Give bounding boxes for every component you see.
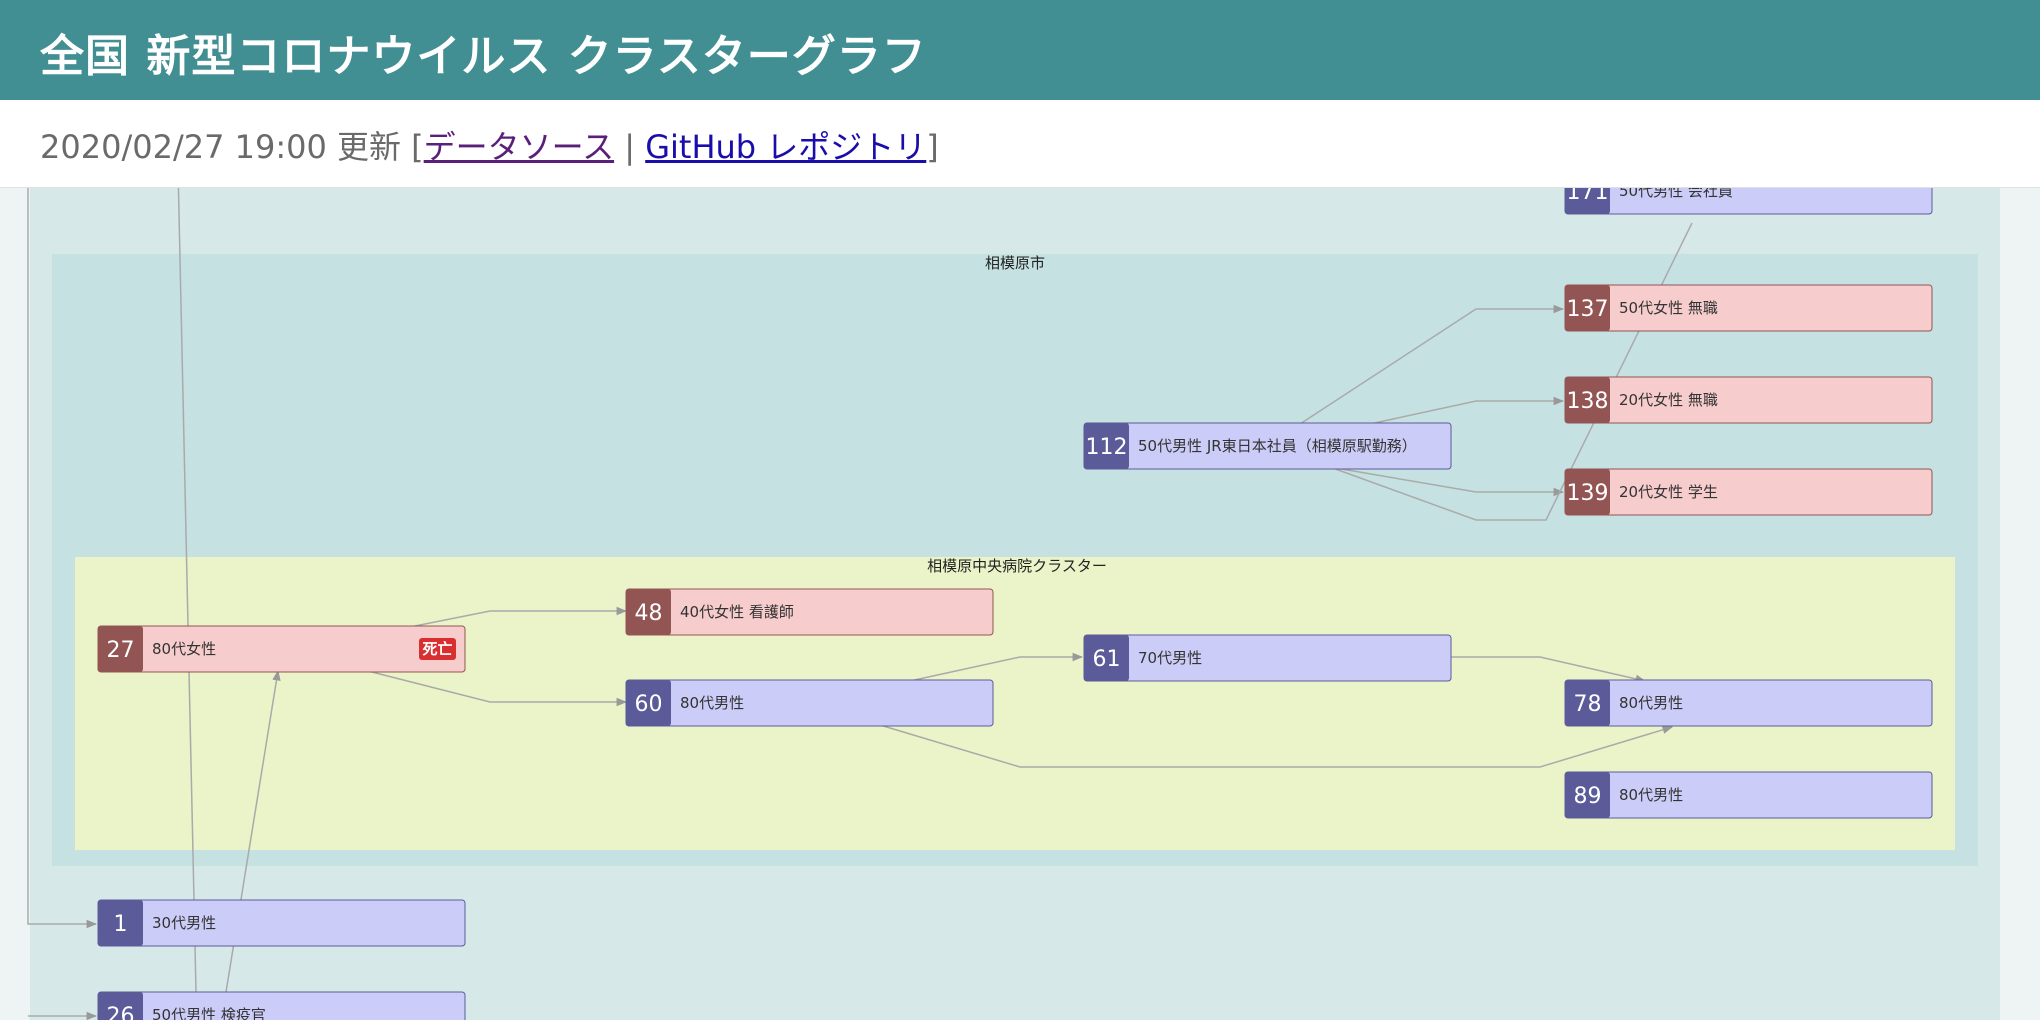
cluster-graph[interactable]: 相模原市 相模原中央病院クラスター 171 50代男性 会社員 137 50代女性 無… (0, 187, 2040, 1020)
edge-112-to-139 (1329, 466, 1565, 497)
node-number-box (626, 589, 671, 635)
patient-node-61[interactable]: 61 70代男性 (1083, 634, 1452, 682)
patient-description: 70代男性 (1138, 649, 1202, 667)
update-bar: 2020/02/27 19:00 更新 [データソース | GitHub レポジ… (0, 100, 2040, 188)
patient-description: 50代男性 JR東日本社員（相模原駅勤務） (1138, 437, 1417, 455)
patient-node-112[interactable]: 112 50代男性 JR東日本社員（相模原駅勤務） (1083, 422, 1452, 470)
city-cluster-label: 相模原市 (985, 254, 1045, 272)
patient-description: 50代女性 無職 (1619, 299, 1718, 317)
patient-node-27[interactable]: 27 80代女性 死亡 (97, 625, 466, 673)
patient-description: 20代女性 学生 (1619, 483, 1718, 501)
node-number-box (1084, 635, 1129, 681)
close-bracket: ] (926, 128, 939, 166)
node-number-box (98, 992, 143, 1020)
patient-node-60[interactable]: 60 80代男性 (625, 679, 994, 727)
patient-node-139[interactable]: 139 20代女性 学生 (1564, 468, 1933, 516)
hospital-cluster-label: 相模原中央病院クラスター (927, 557, 1107, 575)
edge-112-to-137 (1299, 304, 1565, 425)
patient-node-78[interactable]: 78 80代男性 (1564, 679, 1933, 727)
patient-number: 26 (107, 1004, 135, 1020)
data-source-link[interactable]: データソース (423, 128, 615, 166)
patient-node-171[interactable]: 171 50代男性 会社員 (1564, 187, 1933, 215)
patient-description: 80代女性 (152, 640, 216, 658)
link-separator: | (614, 128, 646, 166)
death-badge (419, 638, 456, 660)
patient-number: 48 (635, 601, 663, 626)
patient-number: 27 (107, 638, 135, 663)
patient-number: 89 (1574, 784, 1602, 809)
node-number-box (1565, 377, 1610, 423)
patient-number: 1 (114, 912, 128, 937)
edge-112-to-138 (1369, 396, 1565, 425)
patient-node-89[interactable]: 89 80代男性 (1564, 771, 1933, 819)
edge-27-to-60 (367, 670, 628, 707)
patient-number: 112 (1086, 435, 1128, 460)
app-header: 全国 新型コロナウイルス クラスターグラフ (0, 0, 2040, 100)
edge-60-to-61 (909, 652, 1084, 682)
node-number-box (1565, 772, 1610, 818)
node-number-box (626, 680, 671, 726)
graph-edge (27, 187, 98, 929)
page-title: 全国 新型コロナウイルス クラスターグラフ (40, 31, 927, 82)
patient-number: 61 (1093, 647, 1121, 672)
edge-61-to-78 (1450, 656, 1647, 683)
patient-node-1[interactable]: 1 30代男性 (97, 899, 466, 947)
node-number-box (1565, 680, 1610, 726)
node-number-box (98, 900, 143, 946)
cluster-graph-viewport[interactable]: 相模原市 相模原中央病院クラスター 171 50代男性 会社員 137 50代女性 無… (0, 187, 2040, 1020)
patient-description: 20代女性 無職 (1619, 391, 1718, 409)
patient-description: 40代女性 看護師 (680, 603, 794, 621)
node-number-box (1084, 423, 1129, 469)
updated-timestamp: 2020/02/27 19:00 更新 [ (40, 128, 424, 166)
patient-description: 80代男性 (1619, 786, 1683, 804)
edge-60-to-78 (879, 724, 1674, 768)
patient-description: 50代男性 会社員 (1619, 187, 1733, 200)
patient-node-138[interactable]: 138 20代女性 無職 (1564, 376, 1933, 424)
patient-node-48[interactable]: 48 40代女性 看護師 (625, 588, 994, 636)
patient-number: 139 (1567, 481, 1609, 506)
patient-node-137[interactable]: 137 50代女性 無職 (1564, 284, 1933, 332)
edge-27-to-48 (409, 606, 628, 628)
node-number-box (98, 626, 143, 672)
patient-description: 30代男性 (152, 914, 216, 932)
patient-description: 50代男性 検疫官 (152, 1006, 266, 1020)
node-number-box (1565, 187, 1610, 214)
node-number-box (1565, 285, 1610, 331)
graph-edge (177, 187, 197, 993)
patient-description: 80代男性 (1619, 694, 1683, 712)
patient-number: 171 (1567, 187, 1609, 205)
patient-number: 137 (1567, 297, 1609, 322)
patient-number: 60 (635, 692, 663, 717)
death-badge-text: 死亡 (422, 640, 452, 658)
patient-description: 80代男性 (680, 694, 744, 712)
node-number-box (1565, 469, 1610, 515)
github-repo-link[interactable]: GitHub レポジトリ (645, 128, 927, 166)
patient-node-26[interactable]: 26 50代男性 検疫官 (97, 991, 466, 1020)
update-line: 2020/02/27 19:00 更新 [データソース | GitHub レポジ… (40, 122, 939, 168)
edge-139-to-171 (1329, 222, 1693, 521)
patient-number: 138 (1567, 389, 1609, 414)
patient-number: 78 (1574, 692, 1602, 717)
